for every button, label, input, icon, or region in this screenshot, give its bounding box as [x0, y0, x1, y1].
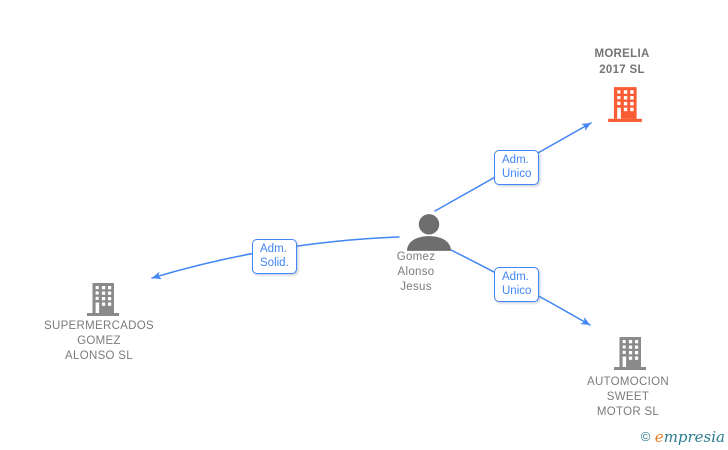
company-label-morelia[interactable]: MORELIA 2017 SL: [542, 46, 702, 78]
person-icon[interactable]: [406, 214, 452, 251]
edge-label-line: Adm.: [502, 271, 529, 283]
company-name-line: MOTOR SL: [596, 406, 660, 418]
company-name-line: MORELIA: [594, 48, 650, 60]
empresia-logo-rest: mpresia: [663, 428, 725, 446]
company-name-line: GOMEZ: [77, 335, 121, 347]
person-name-line: Jesus: [400, 281, 432, 293]
edge-label-line: Unico: [502, 285, 532, 297]
edge-label-line: Adm.: [502, 154, 529, 166]
edge-label-adm-solid-supermercados: Adm. Solid.: [252, 239, 297, 274]
company-name-line: 2017 SL: [599, 64, 645, 76]
edge-label-line: Unico: [502, 168, 532, 180]
edge-label-adm-unico-morelia: Adm. Unico: [494, 150, 540, 185]
company-name-line: ALONSO SL: [65, 350, 133, 362]
building-icon-supermercados[interactable]: [85, 280, 121, 318]
empresia-logo-text: empresia: [655, 428, 725, 446]
empresia-watermark: © empresia: [641, 428, 725, 447]
person-name-line: Gomez: [396, 251, 436, 263]
copyright-icon: ©: [640, 429, 651, 444]
person-name-line: Alonso: [397, 266, 435, 278]
edge-label-adm-unico-automocion: Adm. Unico: [494, 267, 540, 302]
company-label-supermercados[interactable]: SUPERMERCADOS GOMEZ ALONSO SL: [19, 319, 179, 364]
company-name-line: AUTOMOCION: [586, 376, 669, 388]
company-label-automocion[interactable]: AUTOMOCION SWEET MOTOR SL: [548, 375, 708, 420]
empresia-logo-e: e: [654, 428, 664, 446]
company-name-line: SUPERMERCADOS: [44, 320, 154, 332]
building-icon-morelia[interactable]: [606, 85, 644, 123]
edge-label-line: Solid.: [260, 257, 289, 269]
person-label[interactable]: Gomez Alonso Jesus: [354, 250, 478, 295]
company-name-line: SWEET: [606, 391, 650, 403]
edge-label-line: Adm.: [260, 243, 287, 255]
building-icon-automocion[interactable]: [612, 334, 648, 372]
